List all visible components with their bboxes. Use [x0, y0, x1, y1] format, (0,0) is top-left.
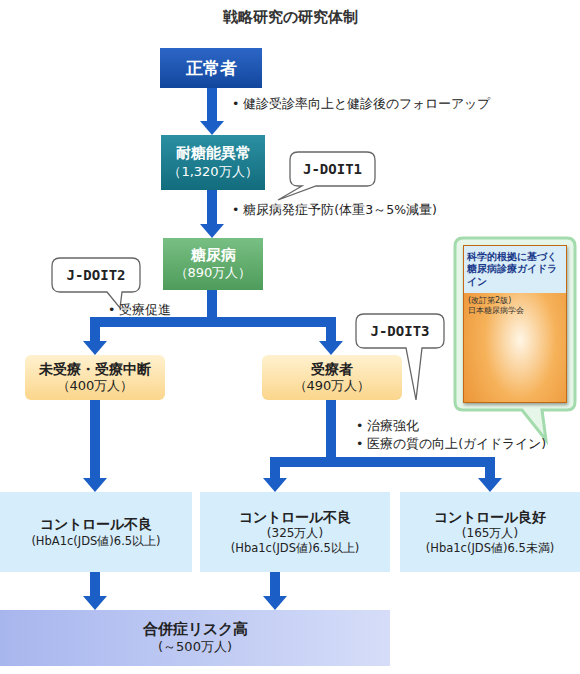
node-heading: コントロール不良: [239, 508, 351, 526]
node-detail: (～500万人): [158, 639, 232, 656]
process-box: 糖尿病（890万人）: [163, 238, 263, 290]
node-detail: （1,320万人）: [168, 164, 257, 181]
node-detail: (165万人): [462, 526, 518, 542]
guideline-book: 科学的根拠に基づく 糖尿病診療ガイドライン (改訂第2版)日本糖尿病学会: [463, 245, 567, 403]
node-detail: 日本糖尿病学会: [464, 306, 524, 316]
node-heading: コントロール良好: [434, 508, 546, 526]
callout-outline-path: [356, 314, 444, 400]
edge-note: • 糖尿病発症予防(体重3～5%減量): [232, 202, 532, 217]
diagram-title: 戦略研究の研究体制: [0, 8, 580, 27]
flow-arrow: [275, 400, 331, 478]
process-box: コントロール不良(325万人)(Hba1c(JDS値)6.5以上): [200, 492, 390, 572]
node-detail: (325万人): [267, 526, 323, 542]
flow-arrow: [207, 88, 217, 121]
process-box: 未受療・受療中断（400万人）: [25, 355, 165, 400]
flow-arrow: [90, 400, 100, 478]
node-heading: 未受療・受療中断: [39, 360, 151, 378]
guideline-bubble: [455, 238, 575, 440]
process-box: コントロール良好(165万人)(Hba1c(JDS値)6.5未満): [400, 492, 580, 572]
node-heading: コントロール不良: [40, 515, 152, 533]
edge-note: • 健診受診率向上と健診後のフォローアップ: [232, 96, 572, 111]
process-box: 耐糖能異常（1,320万人）: [161, 135, 265, 190]
node-heading: 耐糖能異常: [176, 144, 251, 164]
node-detail: (Hba1c(JDS値)6.5以上): [231, 541, 359, 556]
callout-bubble: J-DOIT2: [52, 258, 140, 292]
node-heading: 科学的根拠に基づく 糖尿病診療ガイドライン: [464, 246, 566, 293]
flow-arrow: [90, 572, 100, 596]
measure-note: • 治療強化: [356, 418, 556, 433]
node-detail: （400万人）: [57, 378, 134, 395]
flow-arrow: [207, 190, 217, 224]
node-detail: (改訂第2版): [464, 296, 511, 306]
callout-outline-path: [52, 258, 140, 308]
edge-note: • 受療促進: [108, 302, 228, 317]
node-heading: J-DOIT3: [370, 322, 429, 340]
callout-outline-path: [278, 152, 375, 200]
callout-bubble: J-DOIT1: [290, 152, 375, 186]
node-detail: (HbA1c(JDS値)6.5以上): [31, 534, 160, 549]
process-box: 合併症リスク高(～500万人): [0, 610, 390, 666]
process-box: コントロール不良(HbA1c(JDS値)6.5以上): [0, 492, 192, 572]
flow-arrow: [270, 572, 280, 596]
node-detail: (Hba1c(JDS値)6.5未満): [426, 541, 554, 556]
node-heading: 受療者: [311, 360, 353, 378]
node-heading: 糖尿病: [191, 246, 236, 266]
process-box: 受療者（490万人）: [262, 355, 402, 400]
node-heading: 正常者: [186, 57, 237, 79]
measure-note: • 医療の質の向上(ガイドライン): [356, 436, 576, 451]
node-heading: J-DOIT2: [66, 266, 125, 284]
callout-bubble: J-DOIT3: [356, 314, 444, 348]
node-heading: J-DOIT1: [303, 160, 362, 178]
process-box: 正常者: [160, 48, 262, 88]
flow-arrow: [212, 290, 331, 341]
node-detail: （490万人）: [294, 378, 371, 395]
node-heading: 合併症リスク高: [143, 620, 248, 640]
node-detail: （890万人）: [175, 265, 252, 282]
